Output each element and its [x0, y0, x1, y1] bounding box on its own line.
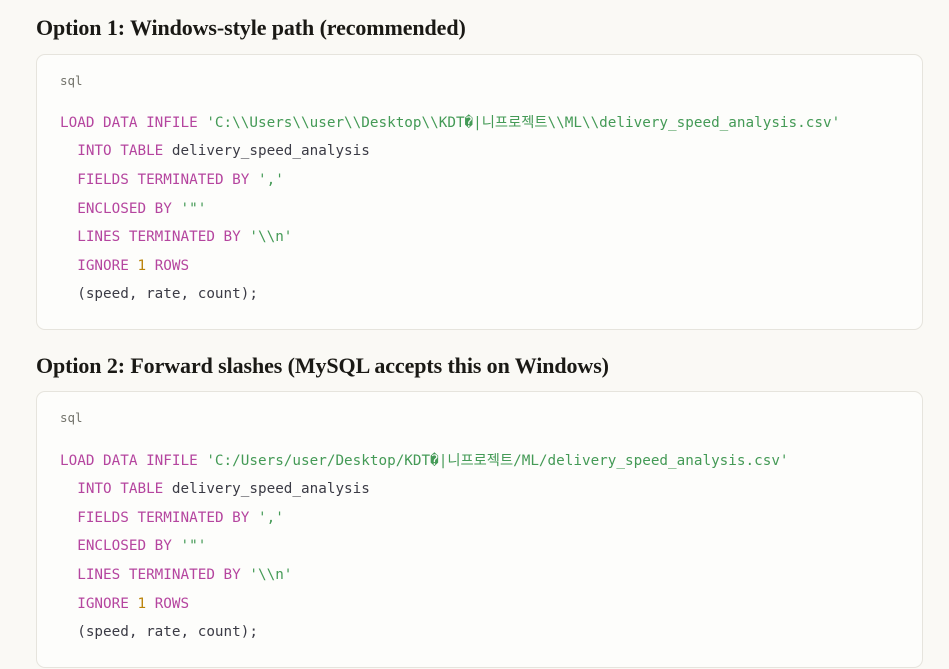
code-line: IGNORE 1 ROWS — [60, 590, 902, 619]
code-content[interactable]: LOAD DATA INFILE 'C:\\Users\\user\\Deskt… — [57, 109, 902, 309]
code-token-str: '"' — [180, 538, 207, 555]
page-subtitle: Option 2: Forward slashes (MySQL accepts… — [36, 352, 609, 378]
code-token-kw: ENCLOSED BY — [77, 538, 181, 555]
section-option-2: Option 2: Forward slashes (MySQL accepts… — [36, 352, 923, 668]
code-token-kw: IGNORE — [77, 257, 138, 274]
code-token-str: '"' — [180, 200, 207, 217]
code-line: LOAD DATA INFILE 'C:/Users/user/Desktop/… — [60, 447, 902, 476]
code-line: (speed, rate, count); — [60, 618, 902, 647]
code-line: INTO TABLE delivery_speed_analysis — [60, 137, 902, 166]
code-token-txt — [60, 229, 77, 245]
code-line: INTO TABLE delivery_speed_analysis — [60, 475, 902, 504]
code-token-txt: delivery_speed_analysis — [171, 481, 370, 498]
code-token-kw: ROWS — [146, 257, 190, 274]
code-token-txt — [60, 567, 77, 583]
code-line: LOAD DATA INFILE 'C:\\Users\\user\\Deskt… — [60, 109, 902, 138]
code-token-str: '\\n' — [249, 567, 293, 584]
code-token-kw: IGNORE — [77, 595, 138, 612]
code-line: IGNORE 1 ROWS — [60, 252, 902, 281]
code-token-str: '\\n' — [249, 229, 293, 246]
code-token-kw: LINES TERMINATED BY — [77, 229, 250, 246]
code-token-kw: FIELDS TERMINATED BY — [77, 171, 258, 188]
code-token-kw: ROWS — [146, 595, 190, 612]
code-token-kw: INTO TABLE — [77, 481, 172, 498]
code-token-num: 1 — [137, 257, 147, 274]
code-token-txt — [60, 596, 77, 612]
section-option-1: Option 1: Windows-style path (recommende… — [36, 14, 923, 330]
code-block-option-1: sql LOAD DATA INFILE 'C:\\Users\\user\\D… — [36, 53, 923, 330]
code-line: LINES TERMINATED BY '\\n' — [60, 223, 902, 252]
code-token-kw: LOAD DATA INFILE — [60, 114, 207, 131]
code-line: FIELDS TERMINATED BY ',' — [60, 166, 902, 195]
code-token-num: 1 — [137, 595, 147, 612]
code-token-kw: ENCLOSED BY — [77, 200, 181, 217]
code-language-label: sql — [60, 72, 83, 88]
code-block-option-2: sql LOAD DATA INFILE 'C:/Users/user/Desk… — [36, 391, 923, 668]
code-line: ENCLOSED BY '"' — [60, 195, 902, 224]
code-line: FIELDS TERMINATED BY ',' — [60, 504, 902, 533]
code-token-kw: LINES TERMINATED BY — [77, 567, 250, 584]
code-token-kw: INTO TABLE — [77, 143, 172, 160]
code-token-str: 'C:\\Users\\user\\Desktop\\KDT�|니프로젝트\\M… — [206, 114, 841, 131]
code-token-str: ',' — [257, 509, 284, 526]
code-token-kw: FIELDS TERMINATED BY — [77, 509, 258, 526]
code-line: LINES TERMINATED BY '\\n' — [60, 561, 902, 590]
code-token-txt — [60, 538, 77, 554]
code-token-txt — [60, 510, 77, 526]
code-token-txt — [60, 143, 77, 159]
code-content[interactable]: LOAD DATA INFILE 'C:/Users/user/Desktop/… — [57, 447, 902, 647]
code-token-str: 'C:/Users/user/Desktop/KDT�|니프로젝트/ML/del… — [206, 452, 789, 469]
code-language-label: sql — [60, 410, 83, 426]
code-line: (speed, rate, count); — [60, 280, 902, 309]
code-line: ENCLOSED BY '"' — [60, 532, 902, 561]
code-token-txt — [60, 258, 77, 274]
code-token-str: ',' — [257, 171, 284, 188]
code-token-txt: (speed, rate, count); — [60, 286, 258, 303]
code-token-txt — [60, 481, 77, 497]
code-token-txt — [60, 172, 77, 188]
code-token-txt — [60, 201, 77, 217]
code-token-txt: delivery_speed_analysis — [171, 143, 370, 160]
page-title: Option 1: Windows-style path (recommende… — [36, 15, 466, 40]
code-token-txt: (speed, rate, count); — [60, 624, 258, 641]
code-token-kw: LOAD DATA INFILE — [60, 452, 207, 469]
